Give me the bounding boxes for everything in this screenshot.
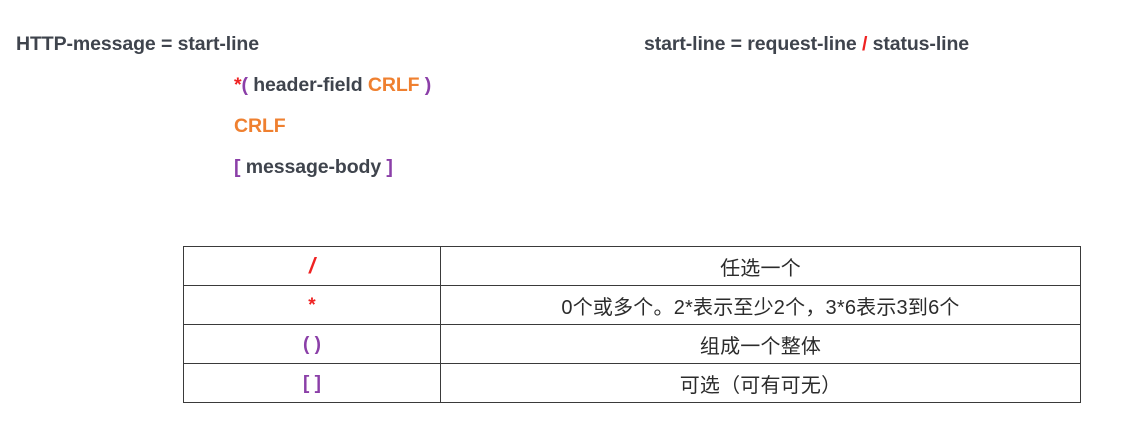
token-request-line: request-line [747, 33, 857, 55]
legend-symbol-slash: / [183, 246, 441, 286]
grammar-line-3: CRLF [16, 106, 636, 147]
legend-symbol-parens: ( ) [183, 324, 441, 364]
grammar-line-4: [ message-body ] [16, 147, 636, 188]
open-bracket: [ [234, 156, 241, 178]
open-paren: ( [241, 74, 249, 96]
abnf-operator-legend-table: / 任选一个 * 0个或多个。2*表示至少2个，3*6表示3到6个 ( ) 组成… [183, 246, 1081, 403]
rule-name-start-line: start-line [644, 33, 726, 55]
rule-name-http-message: HTTP-message [16, 33, 156, 55]
legend-description-star: 0个或多个。2*表示至少2个，3*6表示3到6个 [440, 285, 1081, 325]
table-row: [ ] 可选（可有可无） [183, 363, 1081, 403]
token-crlf-standalone: CRLF [234, 115, 286, 137]
grammar-line-2: *( header-field CRLF ) [16, 65, 636, 106]
legend-symbol-brackets: [ ] [183, 363, 441, 403]
table-row: / 任选一个 [183, 246, 1081, 286]
table-row: * 0个或多个。2*表示至少2个，3*6表示3到6个 [183, 285, 1081, 325]
table-row: ( ) 组成一个整体 [183, 324, 1081, 364]
legend-description-brackets: 可选（可有可无） [440, 363, 1081, 403]
slash-operator: / [856, 33, 873, 55]
token-status-line: status-line [872, 33, 970, 55]
grammar-line-1: HTTP-message = start-line [16, 24, 636, 65]
equals-operator: = [155, 33, 178, 55]
token-header-field: header-field [247, 74, 368, 96]
legend-symbol-star: * [183, 285, 441, 325]
star-operator: * [234, 74, 242, 96]
legend-description-slash: 任选一个 [440, 246, 1081, 286]
close-paren: ) [419, 74, 432, 96]
start-line-grammar-block: start-line = request-line / status-line [644, 24, 969, 65]
equals-operator-right: = [725, 33, 748, 55]
token-message-body: message-body [240, 156, 387, 178]
legend-description-parens: 组成一个整体 [440, 324, 1081, 364]
http-message-grammar-block: HTTP-message = start-line *( header-fiel… [16, 24, 636, 188]
token-crlf: CRLF [367, 74, 420, 96]
token-start-line: start-line [177, 33, 259, 55]
watermark [934, 399, 1104, 427]
close-bracket: ] [386, 156, 393, 178]
